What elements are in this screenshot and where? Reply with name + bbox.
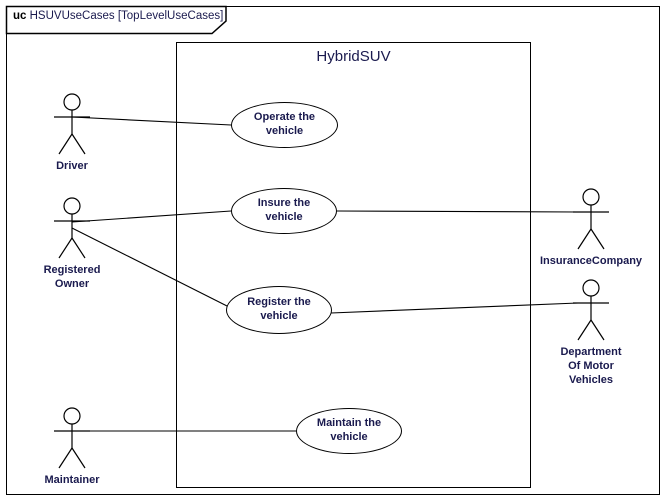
use-case-label-line1: Maintain the: [316, 417, 382, 430]
frame-tab-label: uc HSUVUseCases [TopLevelUseCases]: [13, 10, 223, 22]
actor-department-of-motor-vehicles[interactable]: Department Of Motor Vehicles: [554, 278, 628, 403]
actor-label: Department Of Motor Vehicles: [560, 346, 621, 387]
actor-label-line2: Of Motor: [568, 359, 614, 372]
actor-label: Maintainer: [44, 474, 99, 488]
actor-label-line1: Registered: [43, 264, 101, 276]
use-case-operate-the-vehicle[interactable]: Operate the vehicle: [231, 102, 338, 148]
frame-name: HSUVUseCases: [29, 10, 115, 22]
use-case-label-line1: Operate the: [253, 111, 316, 124]
actor-driver[interactable]: Driver: [35, 92, 109, 187]
actor-label: InsuranceCompany: [540, 255, 642, 269]
system-boundary-title: HybridSUV: [316, 48, 391, 65]
use-case-label-line1: Insure the: [257, 197, 311, 210]
use-case-label: Insure the vehicle: [258, 197, 311, 225]
use-case-maintain-the-vehicle[interactable]: Maintain the vehicle: [296, 408, 402, 454]
actor-label-line3: Vehicles: [568, 373, 614, 386]
actor-label-line2: Owner: [54, 277, 90, 290]
use-case-label-line2: vehicle: [330, 431, 368, 443]
frame-tab-shape: [5, 5, 227, 35]
use-case-label: Maintain the vehicle: [317, 417, 381, 445]
use-case-register-the-vehicle[interactable]: Register the vehicle: [226, 286, 332, 334]
frame-qualifier: [TopLevelUseCases]: [117, 10, 224, 22]
actor-label-line1: Department: [560, 346, 622, 358]
frame-keyword: uc: [13, 10, 27, 22]
use-case-label-line1: Register the: [247, 296, 311, 309]
use-case-label: Register the vehicle: [247, 296, 311, 324]
use-case-label-line2: vehicle: [265, 125, 304, 137]
actor-stick-figure-icon: [54, 197, 90, 259]
actor-stick-figure-icon: [54, 407, 90, 469]
actor-stick-figure-icon: [54, 93, 90, 155]
use-case-label-line2: vehicle: [260, 310, 298, 322]
actor-label-line1: InsuranceCompany: [539, 255, 643, 267]
actor-label: Registered Owner: [44, 264, 101, 292]
use-case-insure-the-vehicle[interactable]: Insure the vehicle: [231, 188, 337, 234]
actor-maintainer[interactable]: Maintainer: [35, 406, 109, 501]
actor-registered-owner[interactable]: Registered Owner: [35, 196, 109, 306]
frame-header-tab: [5, 5, 227, 35]
use-case-label: Operate the vehicle: [254, 111, 315, 139]
actor-label-line1: Maintainer: [44, 474, 100, 486]
actor-stick-figure-icon: [573, 279, 609, 341]
actor-insurance-company[interactable]: InsuranceCompany: [540, 187, 642, 282]
use-case-label-line2: vehicle: [265, 211, 303, 223]
actor-label-line1: Driver: [56, 160, 88, 172]
actor-label: Driver: [56, 160, 88, 174]
actor-stick-figure-icon: [573, 188, 609, 250]
